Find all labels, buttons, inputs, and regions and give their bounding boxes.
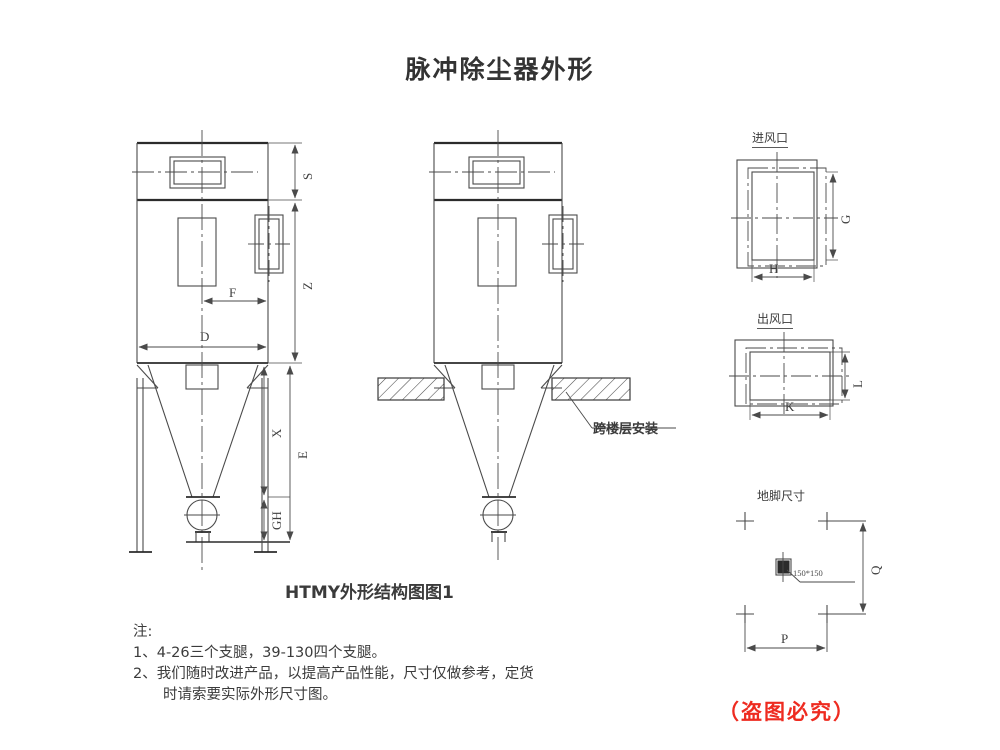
anchor-panel-group bbox=[736, 512, 867, 652]
mid-body-panel bbox=[477, 217, 517, 287]
dim-label-L: L bbox=[850, 380, 865, 388]
left-top-cone-collar bbox=[185, 364, 219, 390]
left-top-hatch-outer bbox=[169, 156, 226, 189]
page-title: 脉冲除尘器外形 bbox=[405, 55, 595, 84]
left-view-group bbox=[129, 130, 302, 572]
anchor-detail-leader bbox=[786, 569, 801, 583]
dim-label-F: F bbox=[229, 285, 237, 300]
inlet-inner-frame bbox=[747, 167, 827, 267]
mid-top-hatch-inner bbox=[472, 160, 521, 185]
note-item-2: 2、我们随时改进产品，以提高产品性能，尺寸仅做参考，定货 bbox=[133, 666, 534, 683]
dim-label-Z: Z bbox=[300, 282, 315, 290]
dim-label-G: G bbox=[838, 214, 853, 224]
mid-top-hatch-outer bbox=[468, 156, 525, 189]
copyright-watermark: （盗图必究） bbox=[718, 700, 856, 724]
dim-label-S: S bbox=[300, 172, 315, 180]
inlet-panel-group bbox=[731, 152, 838, 282]
left-top-hatch-inner bbox=[173, 160, 222, 185]
floor-slab-right bbox=[551, 377, 631, 401]
anchor-panel-title: 地脚尺寸 bbox=[757, 489, 806, 503]
inlet-panel-title: 进风口 bbox=[752, 129, 789, 148]
outlet-panel-group bbox=[729, 332, 852, 420]
note-item-2-cont: 时请索要实际外形尺寸图。 bbox=[163, 687, 337, 704]
anchor-detail-label: 150*150 bbox=[793, 568, 823, 578]
notes-block: 注: 1、4-26三个支腿，39-130四个支腿。 2、我们随时改进产品，以提高… bbox=[133, 622, 534, 706]
left-cone-left bbox=[147, 364, 193, 498]
inlet-flange bbox=[751, 171, 815, 261]
dim-label-Q: Q bbox=[868, 565, 883, 575]
anchor-plate-detail bbox=[775, 552, 792, 582]
cross-floor-annotation: 跨楼层安装 bbox=[593, 422, 659, 437]
dim-label-H: H bbox=[769, 261, 779, 276]
left-cone-right bbox=[212, 364, 259, 498]
mid-top-cone-collar bbox=[481, 364, 515, 390]
left-body-panel bbox=[177, 217, 217, 287]
dim-label-GH: GH bbox=[269, 511, 284, 530]
dim-label-E: E bbox=[295, 451, 310, 459]
dim-label-P: P bbox=[781, 631, 789, 646]
dim-label-K: K bbox=[785, 399, 795, 414]
middle-view-group bbox=[377, 130, 676, 560]
main-drawing-caption: HTMY外形结构图图1 bbox=[285, 583, 454, 603]
floor-slab-left bbox=[377, 377, 445, 401]
note-item-1: 1、4-26三个支腿，39-130四个支腿。 bbox=[133, 645, 386, 662]
dim-label-D: D bbox=[200, 329, 210, 344]
anchor-cross-tl bbox=[736, 512, 754, 530]
notes-heading: 注: bbox=[133, 624, 153, 640]
floor-note-leader bbox=[565, 391, 593, 429]
dim-label-X: X bbox=[269, 428, 284, 438]
outlet-panel-title: 出风口 bbox=[757, 310, 794, 329]
